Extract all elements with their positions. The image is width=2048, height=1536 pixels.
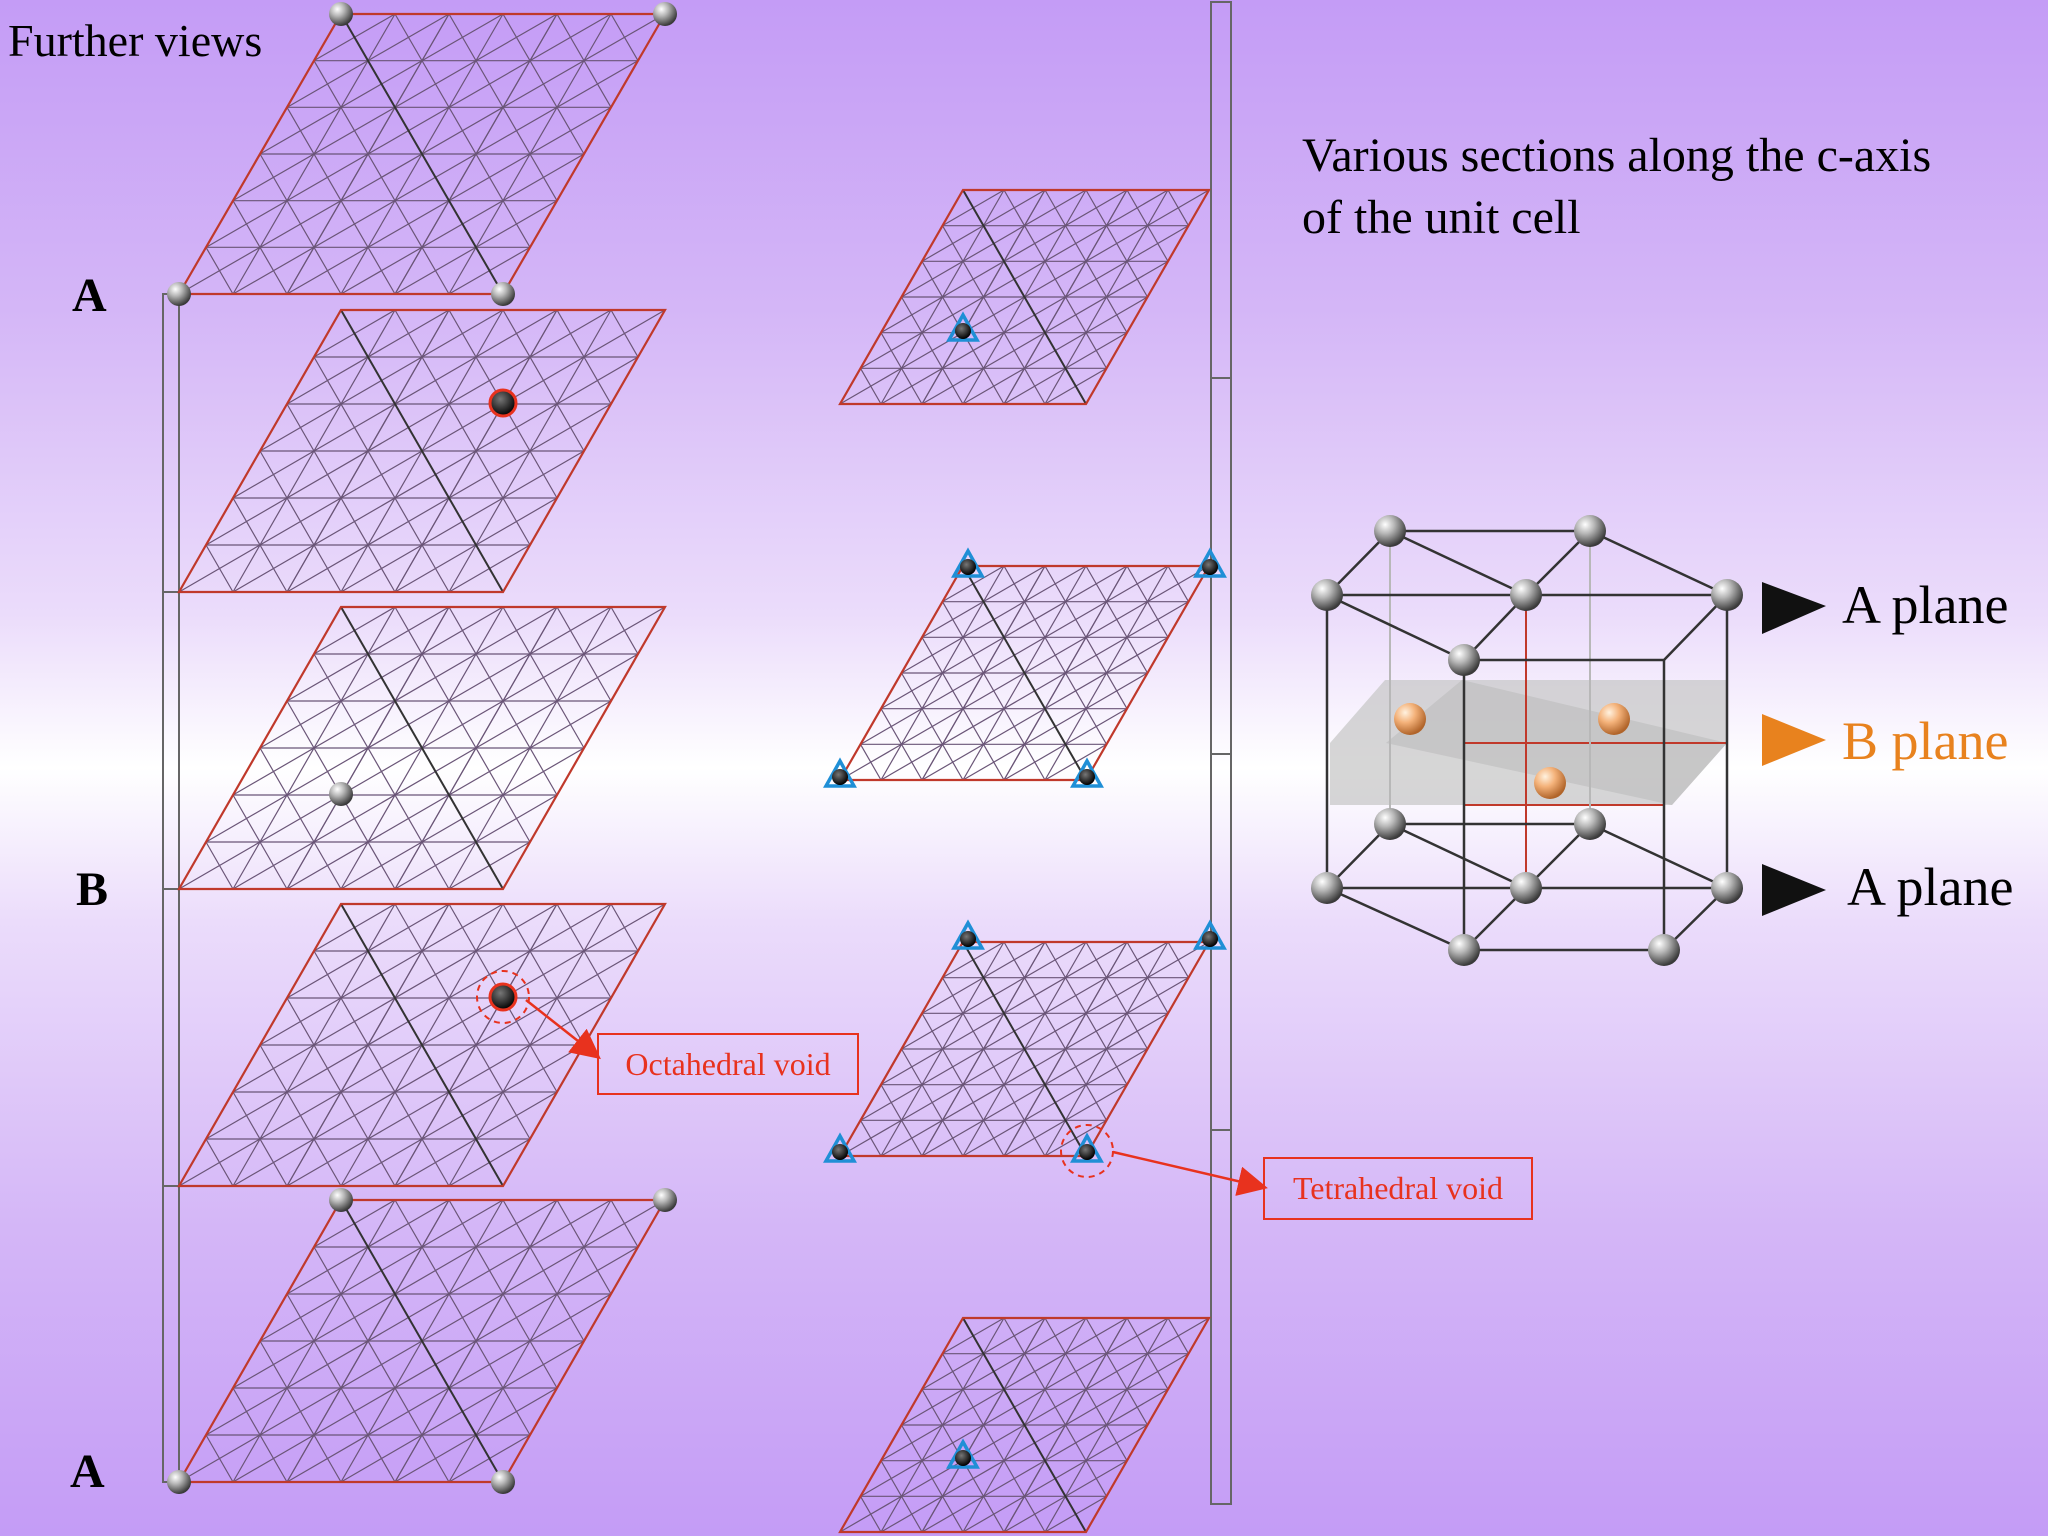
b-plane-arrow — [1762, 714, 1826, 766]
tetrahedral-void — [946, 1438, 980, 1469]
layer-label-b: B — [76, 863, 109, 916]
cell-tetra-1 — [838, 188, 1211, 406]
cell-a-bottom — [177, 1198, 667, 1484]
a-plane-top-label: A plane — [1842, 575, 2009, 635]
cell-octa-bottom — [177, 902, 667, 1188]
cell-tetra-2 — [838, 564, 1211, 782]
layer-label-a-bottom: A — [70, 1445, 105, 1498]
cell-tetra-4 — [838, 1316, 1211, 1534]
octahedral-void — [488, 388, 518, 418]
atom — [491, 1470, 515, 1494]
octahedral-void-highlight — [476, 970, 530, 1024]
b-plane-label: B plane — [1842, 711, 2009, 771]
left-section-cells — [177, 12, 667, 1484]
tetrahedral-void — [951, 547, 985, 578]
atom — [329, 2, 353, 26]
a-plane-bottom-label: A plane — [1847, 857, 2014, 917]
sections-caption-line1: Various sections along the c-axis — [1302, 129, 1932, 182]
stacking-frame-middle — [1210, 1, 1232, 1505]
tetrahedral-void — [1070, 757, 1104, 788]
tetrahedral-callout-arrow — [1060, 1124, 1268, 1196]
cell-b — [177, 605, 667, 891]
atom — [653, 2, 677, 26]
atom — [329, 1188, 353, 1212]
atom — [653, 1188, 677, 1212]
atom — [491, 282, 515, 306]
tetrahedral-void-label: Tetrahedral void — [1263, 1157, 1533, 1220]
layer-label-a-top: A — [72, 269, 107, 322]
hcp-unit-cell — [1311, 515, 1826, 966]
cell-octa-top — [177, 308, 667, 594]
octahedral-void-markers — [476, 388, 601, 1060]
tetrahedral-void — [823, 757, 857, 788]
tetrahedral-void-markers — [823, 311, 1227, 1469]
tetrahedral-void — [823, 1132, 857, 1163]
tetrahedral-void — [951, 919, 985, 950]
a-plane-bottom-arrow — [1762, 864, 1826, 916]
cell-tetra-3 — [838, 940, 1211, 1158]
atom — [167, 282, 191, 306]
sections-caption-line2: of the unit cell — [1302, 191, 1581, 244]
tetrahedral-void — [1193, 547, 1227, 578]
tetrahedral-void — [946, 311, 980, 342]
a-plane-top-arrow — [1762, 582, 1826, 634]
octahedral-void-label: Octahedral void — [597, 1033, 859, 1095]
cell-a-top — [177, 12, 667, 296]
atoms-left-bottom — [167, 1188, 677, 1494]
middle-section-cells — [838, 188, 1211, 1534]
tetrahedral-void — [1070, 1132, 1104, 1163]
atom-b-layer — [329, 782, 353, 806]
stacking-frame-left — [162, 293, 180, 1483]
page-title: Further views — [8, 15, 263, 66]
octahedral-void — [488, 982, 518, 1012]
atoms-left-top — [167, 2, 677, 306]
tetrahedral-void — [1193, 919, 1227, 950]
atom — [167, 1470, 191, 1494]
